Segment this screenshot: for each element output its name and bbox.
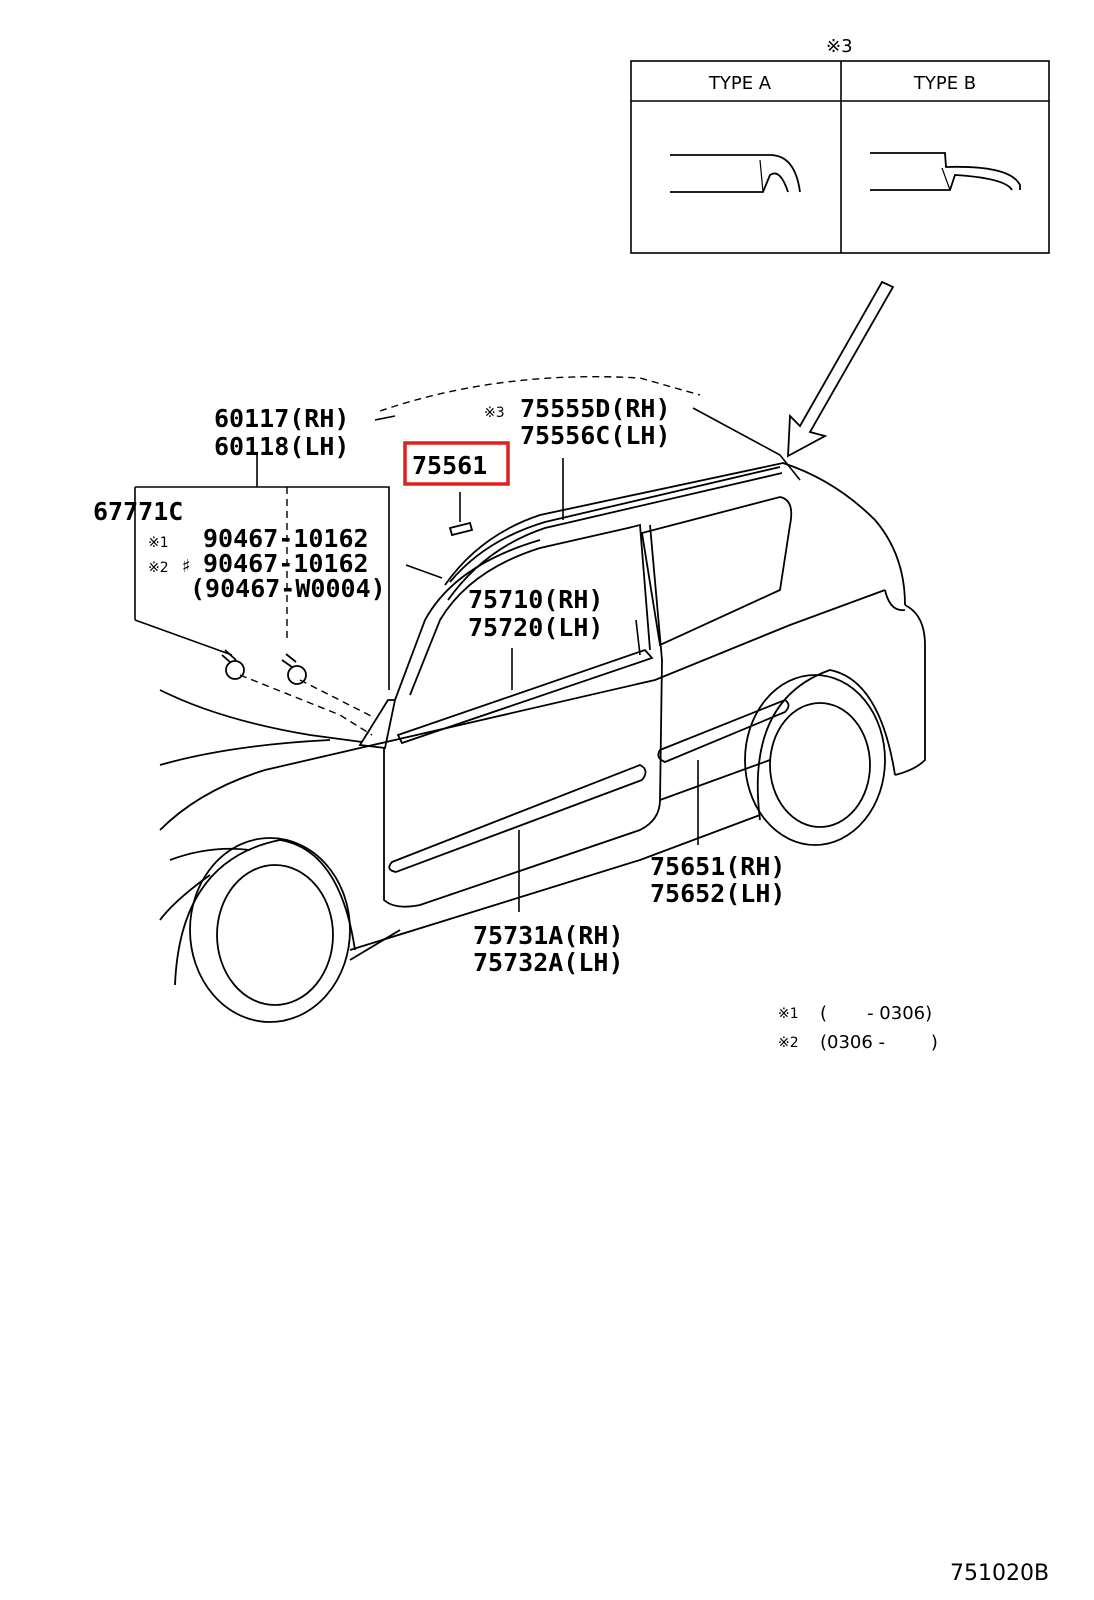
footnote1-text: ( - 0306) [820, 1003, 932, 1024]
label-75710[interactable]: 75710(RH) [468, 585, 603, 614]
footnotes: ※1 ( - 0306) ※2 (0306 - ) [778, 1003, 938, 1053]
door-side-moulding-part [388, 764, 647, 873]
inset-frame [630, 60, 1050, 254]
label-75732a[interactable]: 75732A(LH) [473, 948, 624, 977]
type-b-profile [870, 152, 1021, 191]
highlight-box [403, 441, 510, 486]
roof-moulding-part [449, 466, 781, 583]
quarter-moulding-part [657, 698, 790, 763]
label-67771c[interactable]: 67771C [93, 497, 183, 526]
footnote2-text: (0306 - ) [820, 1032, 938, 1053]
belt-moulding-part [396, 648, 654, 745]
label-90467-a[interactable]: 90467-10162 [203, 524, 369, 553]
fastener-clip-2 [281, 653, 307, 685]
label-75720[interactable]: 75720(LH) [468, 613, 603, 642]
type-a-label: TYPE A [708, 73, 772, 94]
footnote2-mark: ※2 [778, 1035, 799, 1051]
label-60118[interactable]: 60118(LH) [214, 432, 349, 461]
rear-wheel [744, 669, 896, 846]
type-b-label: TYPE B [913, 73, 976, 94]
label-60117[interactable]: 60117(RH) [214, 404, 349, 433]
leader-lines [134, 407, 801, 912]
inset-note: ※3 [826, 36, 853, 57]
label-90467-c[interactable]: (90467-W0004) [190, 574, 386, 603]
label-75561-highlighted[interactable]: 75561 [412, 451, 487, 480]
hash-mark: ♯ [182, 556, 191, 577]
note3-mark: ※3 [484, 405, 505, 421]
type-a-profile [670, 154, 801, 193]
type-inset: ※3 TYPE A TYPE B [630, 36, 1050, 254]
label-75652[interactable]: 75652(LH) [650, 879, 785, 908]
detail-arrow [787, 280, 895, 458]
part-labels: 60117(RH) 60118(LH) 67771C ※1 90467-1016… [93, 394, 785, 977]
label-75651[interactable]: 75651(RH) [650, 852, 785, 881]
clip-75561-part [448, 521, 474, 537]
label-75731a[interactable]: 75731A(RH) [473, 921, 624, 950]
parts [221, 466, 790, 873]
front-wheel [174, 837, 356, 1023]
note2-mark: ※2 [148, 560, 169, 576]
car-body [159, 376, 926, 1023]
footnote1-mark: ※1 [778, 1006, 799, 1022]
label-75556c[interactable]: 75556C(LH) [520, 421, 671, 450]
label-75555d[interactable]: 75555D(RH) [520, 394, 671, 423]
label-90467-b[interactable]: 90467-10162 [203, 549, 369, 578]
note1-mark: ※1 [148, 535, 169, 551]
diagram-code: 751020B [950, 1561, 1049, 1586]
